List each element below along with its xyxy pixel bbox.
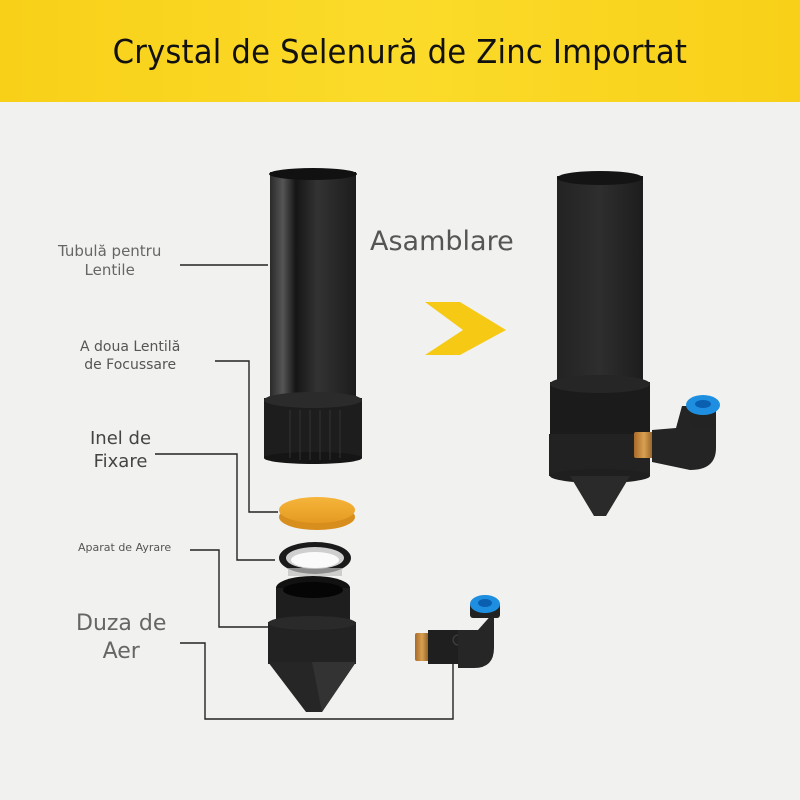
focus-lens-part xyxy=(279,497,355,530)
push-fitting-part xyxy=(415,595,500,668)
label-line: Lentile xyxy=(84,260,135,279)
label-air-nozzle: Duza de Aer xyxy=(76,610,166,665)
label-air-device: Aparat de Ayrare xyxy=(78,541,171,555)
label-line: Duza de xyxy=(76,611,167,636)
label-line: Aer xyxy=(102,638,140,664)
air-nozzle-part xyxy=(268,576,356,712)
title-banner: Crystal de Selenură de Zinc Importat xyxy=(0,0,800,102)
label-line: de Focussare xyxy=(84,356,177,373)
leader-lines xyxy=(155,264,454,720)
chevron-right-icon xyxy=(425,302,506,355)
label-line: A doua Lentilă xyxy=(80,339,181,355)
label-focus-lens: A doua Lentilă de Focussare xyxy=(80,339,180,374)
assembly-label: Asamblare xyxy=(370,226,514,257)
label-line: Tubulă pentru xyxy=(58,242,162,260)
page-title: Crystal de Selenură de Zinc Importat xyxy=(112,31,688,71)
label-line: Aparat de Ayrare xyxy=(78,541,172,554)
assembled-nozzle xyxy=(549,171,720,516)
label-lens-tube: Tubulă pentru Lentile xyxy=(58,242,161,280)
label-line: Inel de xyxy=(90,428,152,449)
fixing-ring-part xyxy=(279,542,351,576)
lens-tube-part xyxy=(264,168,362,464)
label-fixing-ring: Inel de Fixare xyxy=(90,428,151,473)
label-line: Fixare xyxy=(93,450,148,472)
